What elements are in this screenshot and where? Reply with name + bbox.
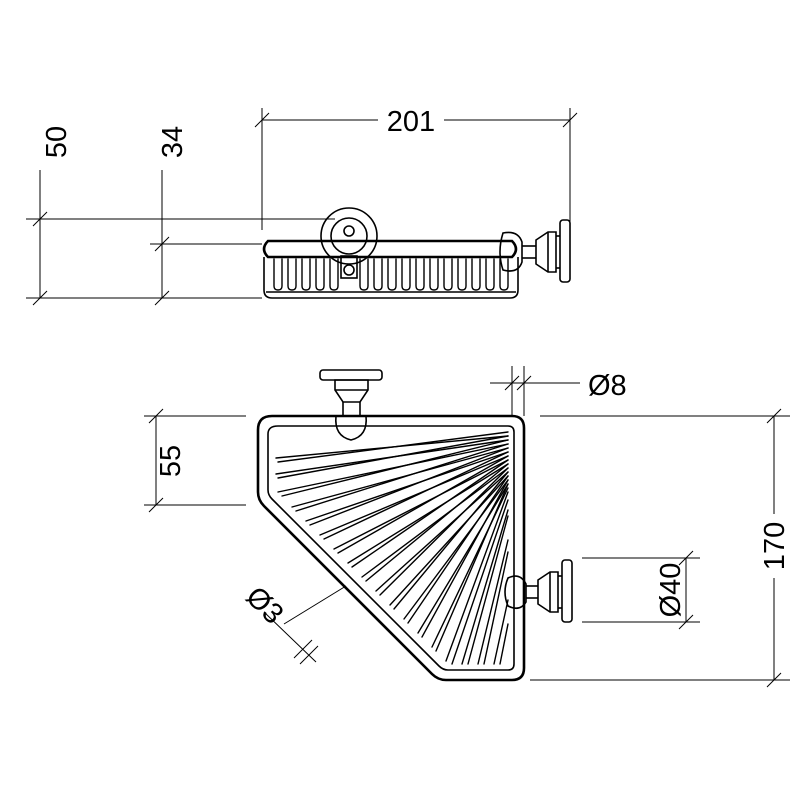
dimension-depth: 55 [144, 408, 246, 513]
dimension-wire-diameter: Ø3 [239, 581, 347, 665]
dimension-label-rose-diameter: Ø40 [655, 563, 687, 618]
dimension-rod-diameter: Ø8 [490, 366, 627, 416]
dimension-label-depth: 55 [155, 445, 187, 477]
wall-bracket-top [319, 369, 383, 441]
dimension-length: 201 [254, 100, 578, 230]
dimension-label-wire-diameter: Ø3 [239, 581, 289, 631]
dimension-width: 170 [530, 408, 791, 688]
dimension-total-height: 50 [26, 126, 335, 306]
wall-bracket-right-side [499, 219, 571, 283]
basket-side [262, 239, 519, 299]
wall-bracket-right-plan [504, 559, 573, 623]
dimension-label-length: 201 [387, 106, 435, 138]
corner-basket-plan [256, 414, 526, 682]
dimension-label-total-height: 50 [41, 126, 73, 158]
side-elevation-view: 50 34 201 [26, 100, 578, 306]
basket-wires-plan [275, 431, 509, 665]
plan-view: 55 Ø8 170 Ø40 [144, 366, 791, 688]
dimension-label-width: 170 [759, 522, 791, 570]
dimension-basket-height: 34 [150, 126, 262, 306]
dimension-label-basket-height: 34 [157, 126, 189, 158]
dimension-rose-diameter: Ø40 [582, 550, 700, 630]
dimension-label-rod-diameter: Ø8 [588, 370, 627, 402]
basket-wires-side [273, 258, 509, 291]
